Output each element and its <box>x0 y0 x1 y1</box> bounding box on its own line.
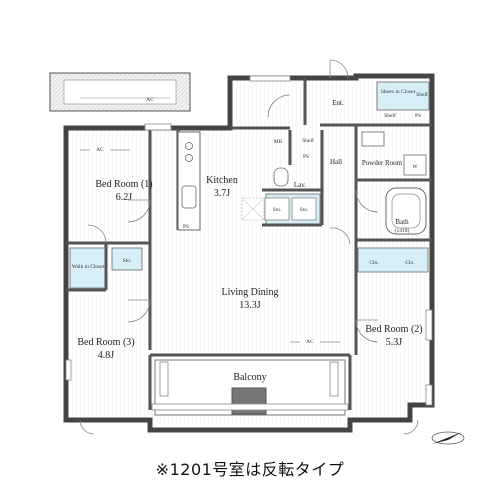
clo-label-2: Clo. <box>405 260 415 266</box>
neighbor-unit: AC <box>49 72 191 112</box>
bathtub <box>385 187 427 235</box>
bath-label: Bath <box>395 218 409 226</box>
shelf-label-hall: Shelf <box>302 137 314 144</box>
bath-spec: (1418) <box>395 227 410 234</box>
bed2-name: Bed Room (2) <box>365 324 422 335</box>
ps-label-ent: PS <box>415 113 421 119</box>
reverse-type-note: ※1201号室は反転タイプ <box>155 460 345 479</box>
balcony-label: Balcony <box>233 372 266 383</box>
ac-label-living: AC <box>306 339 314 345</box>
bed3-size: 4.8J <box>98 350 115 361</box>
lavatory-fixtures <box>241 167 317 221</box>
bed1-size: 6.2J <box>116 192 133 203</box>
windows <box>65 75 433 411</box>
bed3-name: Bed Room (3) <box>77 337 134 348</box>
sto-label-lav-1: Sto. <box>273 207 282 213</box>
bed2-size: 5.3J <box>386 337 403 348</box>
shoes-closet-label: Shoes in Closet <box>381 89 416 95</box>
ps-label-hall: PS <box>303 154 309 160</box>
shelf-label-ent: Shelf <box>384 112 396 119</box>
ent-label: Ent. <box>332 99 344 107</box>
room-labels: Bed Room (1) 6.2J Kitchen 3.7J Living Di… <box>72 89 428 361</box>
kitchen-name: Kitchen <box>206 175 238 186</box>
washer-label: W <box>412 164 418 170</box>
ac-units: AC AC <box>80 146 340 345</box>
shelf-label-closet: Shelf <box>416 91 428 98</box>
kitchen-size: 3.7J <box>214 188 231 199</box>
living-name: Living Dining <box>222 287 279 298</box>
clo-label-1: Clo. <box>369 260 379 266</box>
kitchen-counter <box>177 131 201 231</box>
ps-label-kitchen: PS <box>183 224 189 230</box>
living-size: 13.3J <box>239 300 261 311</box>
hall-label: Hall <box>330 158 342 166</box>
north-arrow-icon <box>431 431 465 445</box>
bed1-name: Bed Room (1) <box>95 179 152 190</box>
sto-label-lav-2: Sto. <box>300 207 309 213</box>
ac-label-neighbor: AC <box>146 97 154 103</box>
lav-label: Lav. <box>294 181 306 189</box>
ac-label-bed1: AC <box>96 147 104 153</box>
sto-label-bed: Sto. <box>123 258 132 264</box>
doors <box>79 59 419 435</box>
walkin-closet-label: Walk in Closet <box>72 264 105 270</box>
powder-fixtures <box>361 131 427 176</box>
mb-label: MB <box>274 139 283 145</box>
powder-label: Powder Room <box>362 159 403 167</box>
